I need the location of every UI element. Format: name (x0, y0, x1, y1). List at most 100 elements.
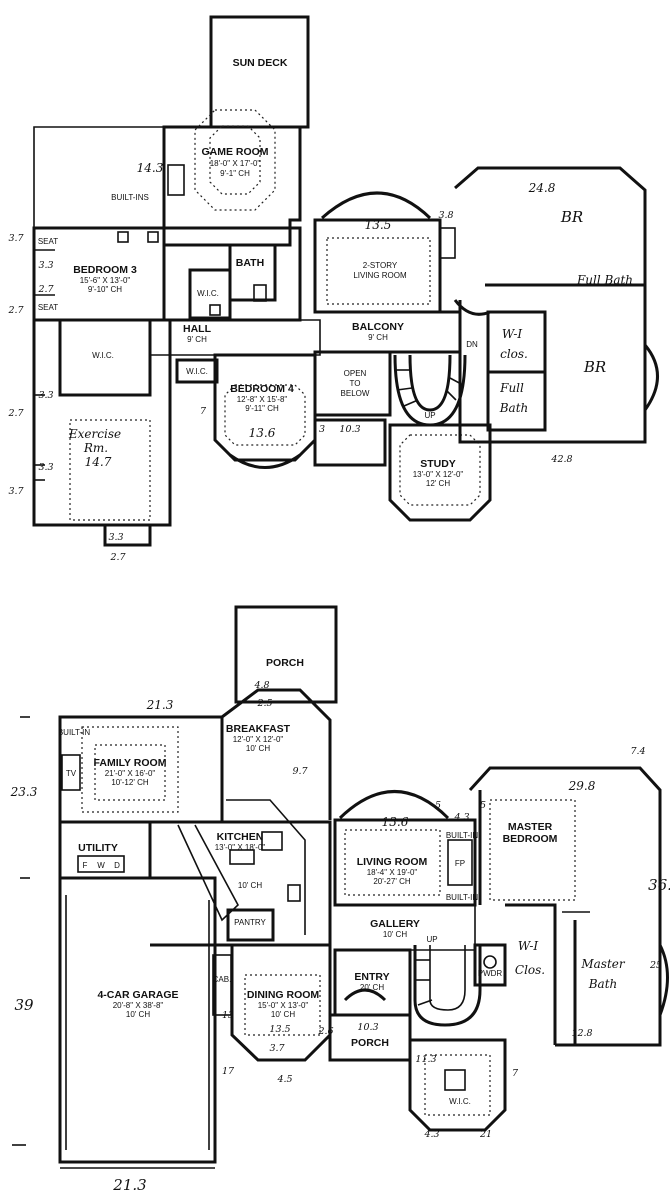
hall-outline (150, 319, 321, 356)
bedroom-3-label: BEDROOM 3 (73, 264, 137, 276)
open-below-l3: BELOW (341, 389, 370, 398)
family-room-ceiling: 10'-12' CH (111, 778, 149, 787)
utility-w: W (97, 861, 105, 870)
dim-7-4: 7.4 (630, 746, 645, 757)
dim-3-3-a: 3.3 (38, 260, 53, 271)
pantry-label: PANTRY (234, 918, 266, 927)
dim-10-3-upper: 10.3 (339, 424, 360, 435)
gallery-label: GALLERY (370, 918, 420, 930)
dim-36: 36. (648, 876, 670, 894)
dim-4-5: 4.5 (276, 1074, 292, 1085)
living-upper-label-1: 2-STORY (363, 261, 398, 270)
entry-label: ENTRY (354, 971, 389, 983)
dim-3-7-lower: 3.7 (269, 1043, 285, 1054)
built-in-fr-label: BUILT-IN (58, 728, 91, 737)
dim-39: 39 (14, 996, 34, 1014)
kitchen-dims: 13'-0" X 18'-0" (215, 843, 266, 852)
dim-13-5-lower: 13.5 (269, 1024, 290, 1035)
built-in-lr1-label: BUILT-IN (446, 831, 479, 840)
wic-left-label: W.I.C. (92, 351, 114, 360)
front-porch-label: PORCH (351, 1037, 389, 1049)
pantry-outline (226, 908, 275, 942)
dim-10-3-lower: 10.3 (357, 1022, 378, 1033)
bedroom-3-ceiling: 9'-10" CH (88, 285, 122, 294)
wi-clos-upper-2: clos. (500, 347, 528, 361)
dim-25: 25 (649, 960, 662, 971)
wic-master-outline (408, 1038, 507, 1132)
powder-label: PWDR (478, 969, 503, 978)
kitchen-ceiling: 10' CH (238, 881, 262, 890)
living-upper-bay (321, 191, 432, 220)
back-porch-label: PORCH (266, 657, 304, 669)
dim-2-5: 2.5 (256, 698, 272, 709)
balcony-ceiling: 9' CH (368, 333, 388, 342)
full-bath-top-label: Full Bath (576, 273, 633, 287)
living-room-ceiling: 20'-27' CH (373, 877, 411, 886)
balcony-label: BALCONY (352, 321, 404, 333)
dim-24-8: 24.8 (528, 181, 556, 195)
living-room-bay (338, 790, 450, 820)
bath-upper-label: BATH (236, 257, 264, 269)
dim-4-3-b: 4.3 (423, 1129, 439, 1140)
dim-23-3: 23.3 (10, 785, 38, 799)
dim-3-3-c: 3.3 (38, 462, 53, 473)
study-label: STUDY (420, 458, 456, 470)
wic-hall-outline (175, 358, 219, 384)
living-upper-label-2: LIVING ROOM (353, 271, 407, 280)
game-room-ceiling: 9'-1" CH (220, 169, 250, 178)
study-outline (388, 423, 492, 522)
garage-dims: 20'-8" X 38'-8" (113, 1001, 164, 1010)
upper-floor-plan (32, 15, 659, 547)
living-room-dims: 18'-4" X 19'-0" (367, 868, 418, 877)
game-room-ceiling-outline (194, 109, 276, 211)
tv-niche (61, 754, 81, 791)
wic-upper-label: W.I.C. (197, 289, 219, 298)
garage-outline (58, 876, 217, 1164)
dim-14-3: 14.3 (137, 161, 164, 175)
dim-13: 13 (222, 1010, 234, 1021)
dim-2-7-a: 2.7 (37, 284, 54, 295)
cab-label: CAB. (213, 975, 232, 984)
dim-5-a: 5 (435, 800, 441, 811)
dim-17: 17 (222, 1066, 235, 1077)
utility-label: UTILITY (78, 842, 118, 854)
stair-lower-up-label: UP (426, 935, 437, 944)
lower-floor-plan (12, 605, 669, 1169)
bath-upper-outline (228, 243, 277, 302)
dining-room-outline (230, 943, 332, 1062)
br-top-label: BR (560, 208, 583, 226)
dim-3-8: 3.8 (438, 210, 453, 221)
dim-13-5: 13.5 (365, 218, 392, 232)
br-main-label: BR (583, 358, 606, 376)
game-room-label: GAME ROOM (201, 146, 268, 158)
open-to-below-outline (313, 350, 392, 417)
lower-floor-labels: PORCH BREAKFAST 12'-0" X 12'-0" 10' CH B… (58, 657, 558, 1106)
exercise-room-1: Exercise (68, 427, 121, 441)
breakfast-outline (221, 688, 332, 820)
garage-ceiling: 10' CH (126, 1010, 150, 1019)
powder-outline (473, 943, 507, 987)
breakfast-ceiling: 10' CH (246, 744, 270, 753)
exercise-room-3: 14.7 (85, 455, 112, 469)
master-bedroom-label-2: BEDROOM (503, 833, 558, 845)
built-ins-label: BUILT-INS (111, 193, 149, 202)
bedroom-3-dims: 15'-6" X 13'-0" (80, 276, 131, 285)
dim-3-3-b: 3.3 (38, 390, 53, 401)
living-room-label: LIVING ROOM (357, 856, 428, 868)
dim-21: 21 (479, 1129, 492, 1140)
dim-3-7-a: 3.7 (8, 233, 24, 244)
dim-7-upper: 7 (200, 406, 207, 417)
lower-floor-handwriting: 21.3 4.8 2.5 9.7 23.3 39 21.3 13.6 5 4.3… (10, 680, 670, 1194)
wi-clos-upper-1: W-I (502, 327, 523, 341)
hall-ceiling: 9' CH (187, 335, 207, 344)
fireplace-label: FP (455, 859, 465, 868)
gallery-ceiling: 10' CH (383, 930, 407, 939)
dim-3-3-d: 3.3 (108, 532, 123, 543)
kitchen-label: KITCHEN (217, 831, 264, 843)
dim-2-7-b: 2.7 (7, 305, 24, 316)
master-bath-label-2: Bath (588, 977, 618, 991)
utility-f: F (83, 861, 88, 870)
wi-clos-lower-1: W-I (518, 939, 539, 953)
sun-deck-label: SUN DECK (233, 57, 288, 69)
